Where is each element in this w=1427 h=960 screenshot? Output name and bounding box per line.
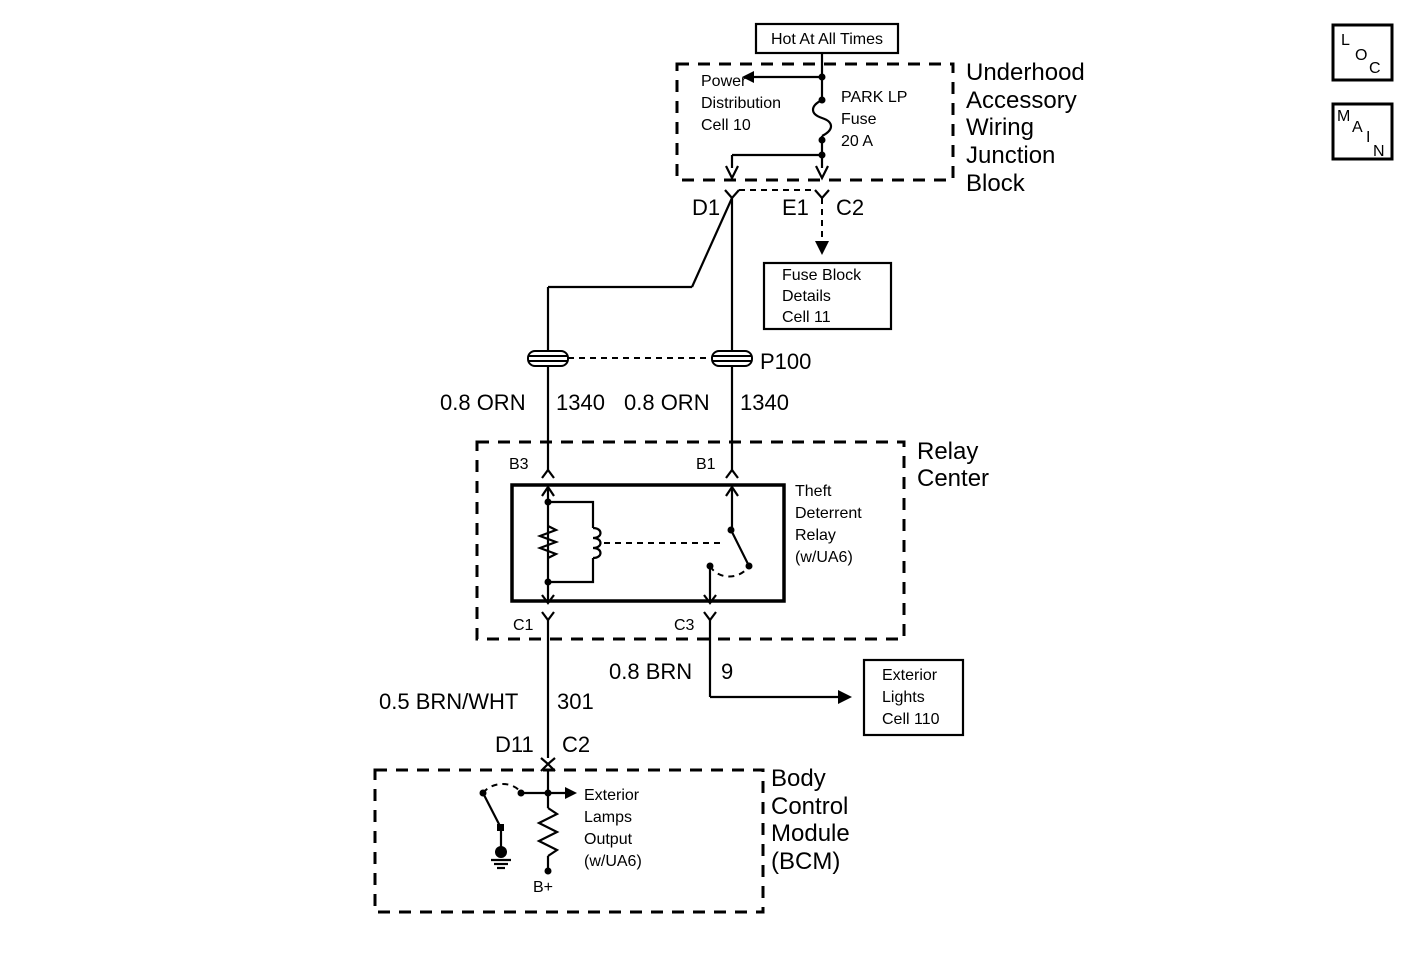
fuse-icon <box>811 99 833 137</box>
main-button[interactable]: M A I N <box>1331 102 1394 161</box>
bcm-resistor-icon <box>536 807 560 857</box>
bcm-switch-icon <box>482 792 502 829</box>
exterior-lamps-output-label: Exterior Lamps Output (w/UA6) <box>584 787 644 870</box>
svg-text:M: M <box>1337 108 1350 125</box>
exterior-lights-ref[interactable]: Exterior Lights Cell 110 <box>862 658 965 737</box>
wire-bcm-circuit: 301 <box>557 689 594 714</box>
svg-text:Exterior Lights Ce: Exterior Lights Cell 110 <box>882 667 942 728</box>
bcm-title: Body Control Module (BCM) <box>771 765 856 875</box>
hot-label-text: Hot At All Times <box>771 31 883 48</box>
underhood-junction-block: Underhood Accessory Wiring Junction Bloc… <box>675 53 1091 197</box>
svg-text:N: N <box>1373 143 1385 160</box>
coil-icon <box>592 526 602 560</box>
loc-button[interactable]: L O C <box>1331 23 1394 82</box>
svg-text:Fuse Block Details: Fuse Block Details Cell 11 <box>782 267 866 326</box>
wire-right-circuit: 1340 <box>740 390 789 415</box>
connector-d11-label: D11 <box>495 732 534 757</box>
fuse-block-details-ref[interactable]: Fuse Block Details Cell 11 <box>762 261 893 331</box>
theft-deterrent-relay <box>510 483 786 603</box>
hot-at-all-times-label: Hot At All Times <box>754 22 900 55</box>
connector-p100-label: P100 <box>760 349 811 374</box>
relay-switch-icon <box>730 529 750 567</box>
connector-c2-top-label: C2 <box>836 195 864 220</box>
body-control-module: Body Control Module (BCM) Exterior Lamps… <box>373 765 856 914</box>
connector-b1-label: B1 <box>696 456 716 473</box>
power-arrow-icon <box>742 71 754 83</box>
svg-text:C: C <box>1369 60 1381 77</box>
connector-b3-label: B3 <box>509 456 529 473</box>
connector-c3-label: C3 <box>674 617 695 634</box>
park-lp-fuse-label: PARK LP Fuse 20 A <box>841 89 912 150</box>
wire-bcm-color: 0.5 BRN/WHT <box>379 689 518 714</box>
power-distribution-ref[interactable]: Power Distribution Cell 10 <box>701 73 785 134</box>
connector-c2-bcm-label: C2 <box>562 732 590 757</box>
svg-text:O: O <box>1355 47 1367 64</box>
connector-p100-right <box>711 350 753 367</box>
connector-e1-label: E1 <box>782 195 809 220</box>
connector-c1-label: C1 <box>513 617 534 634</box>
fuse-block-arrow-icon <box>815 241 829 255</box>
wire-brn-circuit: 9 <box>721 659 733 684</box>
svg-text:A: A <box>1352 119 1363 136</box>
connector-d1-label: D1 <box>692 195 720 220</box>
relay-center-title: Relay Center <box>917 438 989 492</box>
relay-label: Theft Deterrent Relay (w/UA6) <box>795 483 866 566</box>
svg-text:L: L <box>1341 32 1350 49</box>
resistor-icon <box>536 525 560 559</box>
wire-right-color: 0.8 ORN <box>624 390 710 415</box>
connector-d1 <box>724 189 740 200</box>
relay-center: Relay Center B3 B1 Theft Deterrent Relay… <box>475 438 989 641</box>
bplus-label: B+ <box>533 879 553 896</box>
connector-e1 <box>814 189 830 200</box>
wire-brn-color: 0.8 BRN <box>609 659 692 684</box>
underhood-title: Underhood Accessory Wiring Junction Bloc… <box>966 59 1091 197</box>
connector-p100-left <box>527 350 569 367</box>
svg-text:I: I <box>1366 129 1370 146</box>
ground-icon <box>495 846 507 858</box>
exterior-lights-arrow-icon <box>838 690 852 704</box>
wire-left-color: 0.8 ORN <box>440 390 526 415</box>
wire-left-circuit: 1340 <box>556 390 605 415</box>
lamps-output-arrow-icon <box>565 787 577 799</box>
